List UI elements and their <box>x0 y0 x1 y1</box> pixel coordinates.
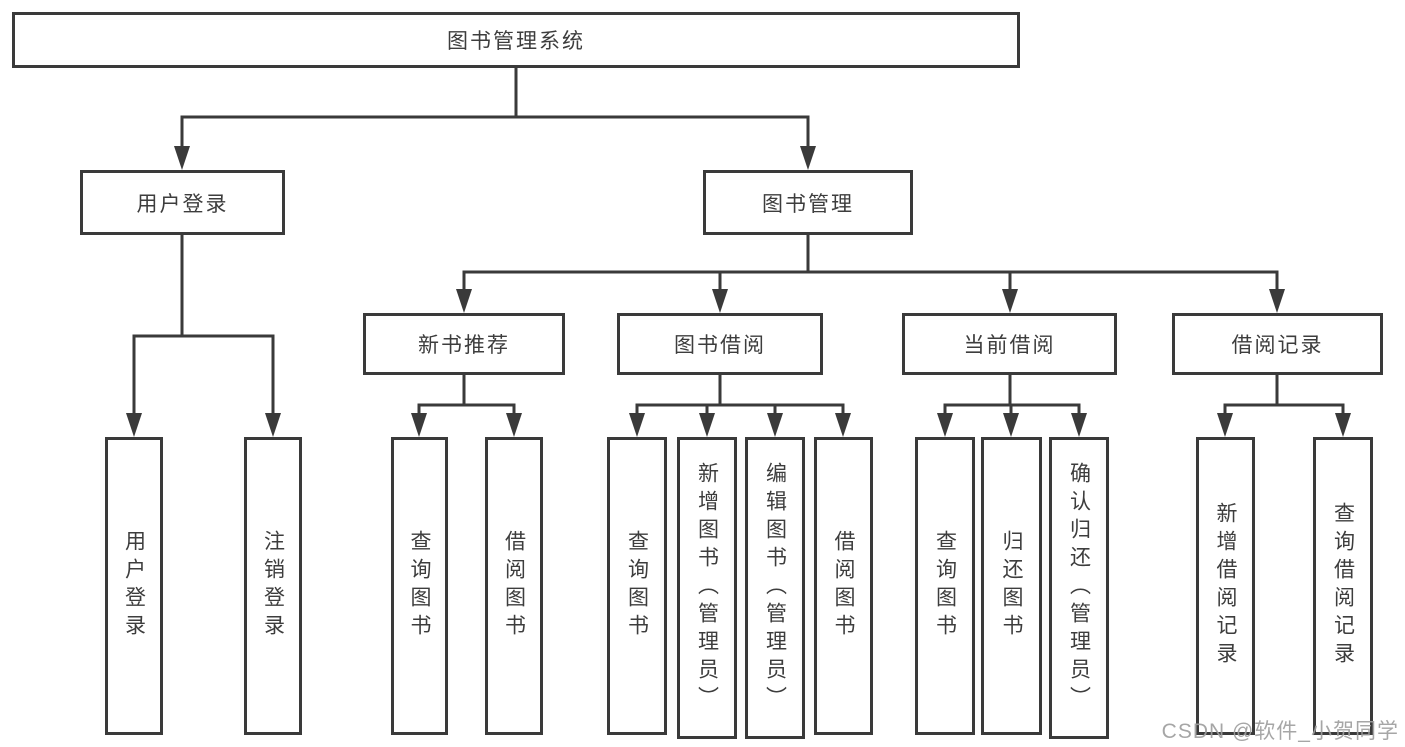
node-logout-leaf: 注销登录 <box>244 437 302 735</box>
node-borrow-books-leaf: 借阅图书 <box>814 437 873 735</box>
node-current-borrowing: 当前借阅 <box>902 313 1117 375</box>
node-add-borrow-record: 新增借阅记录 <box>1196 437 1255 735</box>
node-library-system: 图书管理系统 <box>12 12 1020 68</box>
node-user-login-leaf: 用户登录 <box>105 437 163 735</box>
node-confirm-return-admin: 确认归还（管理员） <box>1049 437 1109 739</box>
node-new-book-recommend: 新书推荐 <box>363 313 565 375</box>
node-borrow-books-recommend: 借阅图书 <box>485 437 543 735</box>
node-query-borrow-record: 查询借阅记录 <box>1313 437 1373 735</box>
node-user-login: 用户登录 <box>80 170 285 235</box>
node-query-books-current: 查询图书 <box>915 437 975 735</box>
node-query-books-recommend: 查询图书 <box>391 437 448 735</box>
node-edit-book-admin: 编辑图书（管理员） <box>745 437 805 739</box>
node-return-book: 归还图书 <box>981 437 1042 735</box>
node-add-book-admin: 新增图书（管理员） <box>677 437 737 739</box>
node-book-management: 图书管理 <box>703 170 913 235</box>
node-book-borrowing: 图书借阅 <box>617 313 823 375</box>
node-query-books-borrow: 查询图书 <box>607 437 667 735</box>
node-borrowing-records: 借阅记录 <box>1172 313 1383 375</box>
